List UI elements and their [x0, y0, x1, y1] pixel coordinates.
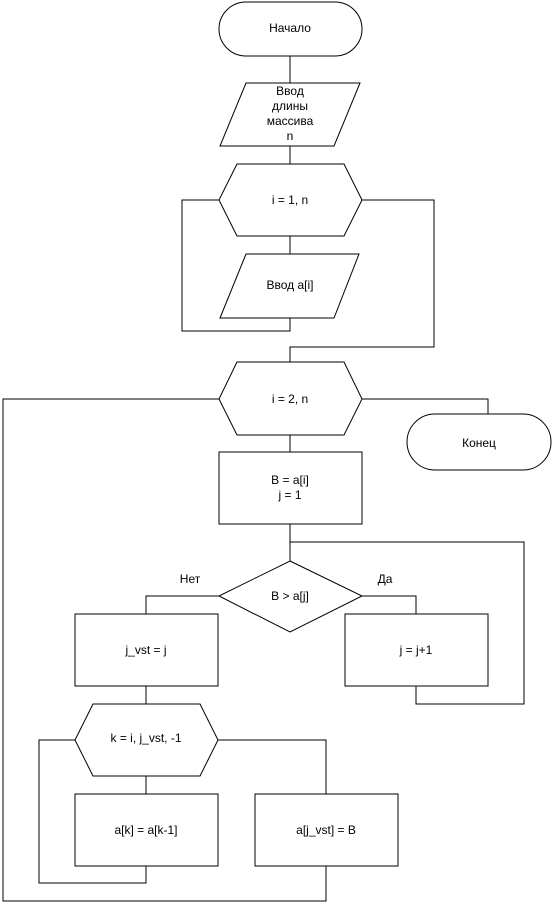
connector-cond-yes [362, 595, 417, 614]
loop3-label: k = i, j_vst, -1 [110, 731, 181, 745]
start-label: Начало [269, 21, 311, 35]
assign-b-label-line2: j = 1 [277, 488, 301, 502]
insert-process [254, 793, 399, 867]
cond-diamond [217, 560, 364, 633]
end-label: Конец [462, 436, 496, 450]
loop2-hexagon [218, 361, 363, 436]
input-n-label-line3: массива [267, 114, 314, 128]
input-ai-label: Ввод a[i] [267, 278, 314, 292]
input-n-parallelogram [219, 82, 361, 147]
assign-b-process [218, 451, 363, 525]
cond-yes-label: Да [378, 572, 393, 586]
end-terminator [406, 413, 552, 471]
assign-b-label-line1: B = a[i] [271, 473, 309, 487]
jinc-label: j = j+1 [399, 643, 433, 657]
connector-loop3-back [38, 739, 147, 884]
connector-loop3-exit [218, 739, 327, 794]
input-ai-parallelogram [219, 253, 360, 319]
input-n-label-line1: Ввод [276, 84, 304, 98]
connector-cond-no [145, 595, 219, 614]
cond-label: B > a[j] [271, 589, 309, 603]
connector-insert-back [2, 398, 327, 902]
start-terminator [218, 1, 363, 57]
loop1-hexagon [218, 163, 363, 237]
connector-jinc-back [290, 541, 525, 705]
input-n-label-line4: n [287, 129, 294, 143]
loop3-hexagon [74, 703, 219, 777]
input-n-label-line2: длины [272, 99, 308, 113]
connector-loop1-exit [289, 199, 435, 362]
loop2-label: i = 2, n [272, 392, 308, 406]
connector-loop2-exit [362, 398, 489, 414]
loop1-label: i = 1, n [272, 193, 308, 207]
shift-process [74, 793, 219, 867]
insert-label: a[j_vst] = B [296, 823, 356, 837]
connectors [2, 56, 525, 902]
cond-no-label: Нет [180, 572, 201, 586]
shift-label: a[k] = a[k-1] [114, 823, 177, 837]
jvst-label: j_vst = j [124, 643, 166, 657]
jinc-process [344, 613, 489, 687]
connector-loop1-back [181, 199, 291, 332]
jvst-process [74, 613, 219, 687]
